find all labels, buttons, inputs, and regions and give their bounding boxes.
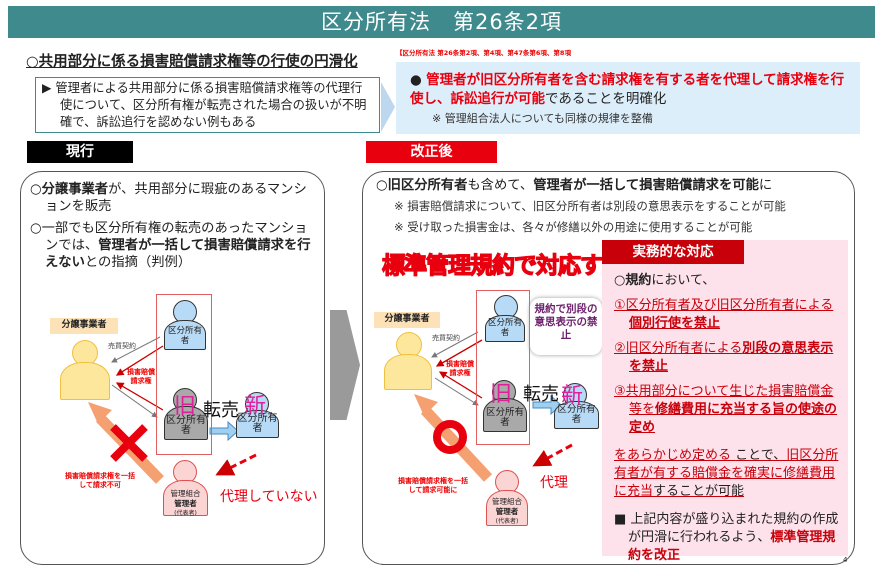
revised-label: 改正後	[366, 141, 497, 163]
revised-panel	[362, 171, 855, 565]
result-label: 損害賠償請求権を一括して請求不可	[65, 472, 135, 489]
text: ②旧区分所有者による	[614, 341, 743, 356]
practical-box	[602, 240, 848, 556]
rep-label: (代表者)	[174, 510, 197, 517]
left-contract-arrows	[88, 336, 257, 484]
text: が、共用部分に瑕疵のあるマンションを販売	[45, 182, 307, 214]
section-heading: ○共用部分に係る損害賠償請求権等の行使の円滑化	[26, 50, 358, 71]
bold: 管理者が一括して損害賠償請求を可能	[533, 178, 759, 193]
slide-title: 区分所有法 第26条2項	[8, 6, 875, 38]
text: ○一部でも区分所有権の転売のあったマンションでは、	[30, 221, 308, 253]
bold: 分譲事業者	[41, 182, 109, 197]
speech-bubble: 規約で別段の意思表示の禁止	[530, 298, 602, 355]
effect-text: をあらかじめ定める ことで、旧区分所有者が有する賠償金を確実に修繕費用に充当する…	[614, 447, 844, 501]
text: ことで、	[735, 448, 787, 463]
bold: 別段の意思表示を禁止	[629, 341, 834, 374]
text: との指摘（判例）	[84, 255, 192, 270]
text: において、	[651, 273, 716, 288]
current-panel	[20, 171, 325, 565]
text: も含めて、	[467, 178, 534, 193]
bold: 旧区分所有者	[387, 178, 468, 193]
old-label: 旧	[490, 382, 513, 407]
note-2: ※ 受け取った損害金は、各々が修繕以外の用途に使用することが可能	[394, 220, 753, 234]
resale-label: 転売	[523, 384, 559, 405]
mark: ○	[30, 182, 42, 197]
practical-body: ○規約において、 ①区分所有者及び旧区分所有者による個別行使を禁止 ②旧区分所有…	[614, 272, 844, 565]
item-2: ②旧区分所有者による別段の意思表示を禁止	[614, 340, 844, 376]
text: に	[758, 178, 773, 193]
bold: 修繕費用に充当する旨の使途の定め	[629, 402, 838, 435]
contract-label: 売買契約	[432, 334, 460, 342]
bold: 個別行使を禁止	[629, 316, 721, 331]
text: ③共用部分について生じた損害賠償金等を	[614, 384, 834, 417]
text: 旧区分所有者が有する賠償金を確実に修繕費用に充当	[614, 448, 839, 499]
seller-label: 分譲事業者	[374, 312, 440, 328]
text: ■ 上記内容が盛り込まれた規約の作成が円滑に行われるよう、	[614, 512, 839, 545]
law-reference: 【区分所有法 第26条第2項、第4項、第47条第6項、第8項	[396, 49, 571, 57]
resale-label: 転売	[203, 400, 239, 421]
note-1: ※ 損害賠償請求について、旧区分所有者は別段の意思表示をすることが可能	[394, 199, 786, 213]
item-3: ③共用部分について生じた損害賠償金等を修繕費用に充当する旨の使途の定め	[614, 383, 844, 437]
issue-text: ▶ 管理者による共用部分に係る損害賠償請求権等の代理行使について、区分所有権が転…	[42, 81, 367, 129]
owner-group-box	[476, 290, 530, 445]
old-label: 旧	[174, 394, 197, 419]
new-label: 新	[244, 394, 267, 419]
proxy-label: 代理していない	[220, 489, 318, 505]
heading-mark: ○	[26, 54, 39, 70]
assoc-label: 管理組合	[170, 489, 201, 498]
new-label: 新	[561, 384, 584, 409]
current-text: ○分譲事業者が、共用部分に瑕疵のあるマンションを販売 ○一部でも区分所有権の転売…	[30, 181, 320, 276]
assoc-label: 管理組合	[492, 497, 522, 506]
current-label: 現行	[27, 141, 133, 163]
amendment-note: ※ 管理組合法人についても同様の規律を整備	[432, 112, 653, 125]
claim-label: 損害賠償請求権	[446, 360, 474, 377]
text: することが可能	[653, 484, 745, 499]
proxy-label: 代理	[540, 475, 568, 491]
manager-label: 管理者	[174, 499, 197, 508]
amendment-highlight: 管理者が旧区分所有者を含む請求権を有する者を代理して請求権を行使し、訴訟追行が可…	[410, 72, 845, 107]
right-contract-arrows	[414, 331, 573, 482]
manager-label: 管理者	[495, 507, 519, 516]
amendment-rest: であることを明確化	[545, 91, 667, 107]
issue-box: ▶ 管理者による共用部分に係る損害賠償請求権等の代理行使について、区分所有権が転…	[35, 77, 380, 133]
bullet-icon: ●	[410, 72, 422, 88]
seller-label: 分譲事業者	[50, 318, 118, 334]
bold: 標準管理規約を改正	[628, 530, 836, 563]
bold: ○規約	[614, 273, 652, 288]
practical-title: 実務的な対応	[602, 240, 744, 264]
item-1: ①区分所有者及び旧区分所有者による個別行使を禁止	[614, 297, 844, 333]
result-label: 損害賠償請求権を一括して請求可能に	[398, 477, 468, 494]
revised-text: ○旧区分所有者も含めて、管理者が一括して損害賠償請求を可能に ※ 損害賠償請求に…	[376, 176, 846, 238]
contract-label: 売買契約	[108, 342, 136, 350]
amendment-box: ● 管理者が旧区分所有者を含む請求権を有する者を代理して請求権を行使し、訴訟追行…	[396, 62, 860, 134]
mark: ○	[376, 178, 388, 193]
text: ①区分所有者及び旧区分所有者による	[614, 298, 834, 313]
rep-label: (代表者)	[495, 518, 519, 525]
owner-group-box	[156, 294, 212, 455]
revision-text: ■ 上記内容が盛り込まれた規約の作成が円滑に行われるよう、標準管理規約を改正	[614, 511, 844, 565]
page-number: 4	[843, 556, 848, 564]
heading-text: 共用部分に係る損害賠償請求権等の行使の円滑化	[38, 54, 358, 70]
ok-circle-icon	[433, 420, 467, 454]
text: をあらかじめ定める	[614, 448, 732, 463]
slogan: 標準管理規約で対応する	[381, 252, 625, 279]
bold: 管理者が一括して損害賠償請求を行えない	[45, 238, 311, 270]
claim-label: 損害賠償請求権	[127, 368, 155, 385]
